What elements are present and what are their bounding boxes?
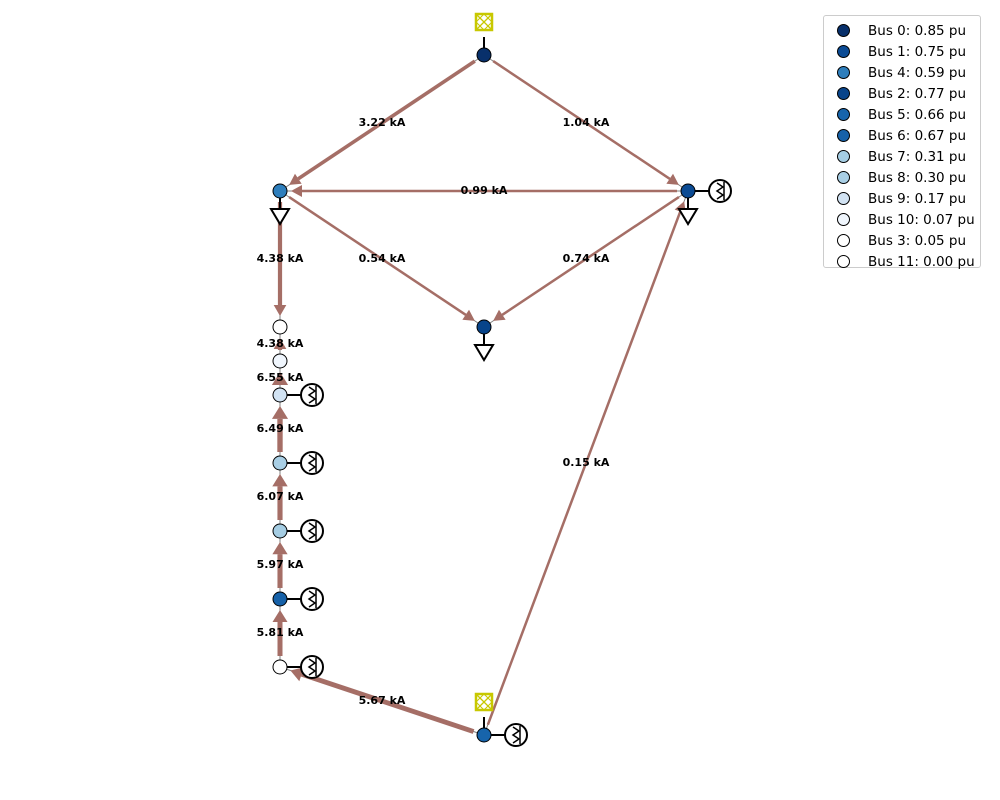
flow-arrow-layer — [271, 59, 686, 734]
flow-label-11-6: 5.81 kA — [257, 626, 304, 639]
legend-entry: Bus 1: 0.75 pu — [824, 41, 980, 62]
flow-label-0-1: 1.04 kA — [563, 116, 610, 129]
legend-label: Bus 1: 0.75 pu — [868, 43, 967, 60]
ext-grid-icon-0 — [474, 12, 494, 55]
flow-label-9-10: 6.55 kA — [257, 371, 304, 384]
flow-label-6-7: 5.97 kA — [257, 558, 304, 571]
sgen-icon-11 — [280, 655, 324, 679]
flow-arrow-5-11 — [290, 667, 475, 734]
legend-label: Bus 9: 0.17 pu — [868, 190, 967, 207]
legend-marker — [837, 129, 850, 142]
bus-node-8[interactable] — [272, 455, 288, 471]
bus-node-1[interactable] — [680, 183, 696, 199]
legend-marker — [837, 234, 850, 247]
flow-label-7-8: 6.07 kA — [257, 490, 304, 503]
legend-entry: Bus 7: 0.31 pu — [824, 146, 980, 167]
flow-label-1-2: 0.74 kA — [563, 252, 610, 265]
legend-marker — [837, 255, 850, 268]
legend-marker — [837, 66, 850, 79]
flow-label-5-11: 5.67 kA — [359, 694, 406, 707]
legend-label: Bus 3: 0.05 pu — [868, 232, 967, 249]
flow-arrow-1-2 — [493, 196, 680, 321]
flow-arrow-4-2 — [288, 196, 475, 321]
legend-label: Bus 6: 0.67 pu — [868, 127, 967, 144]
flow-arrow-7-8 — [272, 474, 288, 520]
legend-label: Bus 5: 0.66 pu — [868, 106, 967, 123]
flow-label-5-1: 0.15 kA — [563, 456, 610, 469]
legend-marker — [837, 171, 850, 184]
bus-node-6[interactable] — [272, 591, 288, 607]
sgen-icon-6 — [280, 587, 324, 611]
flow-label-4-2: 0.54 kA — [359, 252, 406, 265]
legend-label: Bus 8: 0.30 pu — [868, 169, 967, 186]
legend-marker — [837, 150, 850, 163]
legend-label: Bus 10: 0.07 pu — [868, 211, 975, 228]
ext-grid-icon-5 — [474, 692, 494, 735]
bus-node-5[interactable] — [476, 727, 492, 743]
legend-marker — [837, 213, 850, 226]
flow-label-0-4: 3.22 kA — [359, 116, 406, 129]
bus-node-9[interactable] — [272, 387, 288, 403]
legend-entry: Bus 2: 0.77 pu — [824, 83, 980, 104]
legend-entry: Bus 3: 0.05 pu — [824, 230, 980, 251]
flow-label-layer: 3.22 kA 1.04 kA 0.99 kA 4.38 kA 0.54 kA 0.74 … — [257, 116, 610, 707]
flow-arrow-1-4 — [291, 185, 677, 197]
flow-label-8-9: 6.49 kA — [257, 422, 304, 435]
legend: Bus 0: 0.85 pu Bus 1: 0.75 pu Bus 4: 0.59 … — [823, 15, 981, 270]
bus-layer — [272, 47, 696, 743]
flow-arrow-8-9 — [271, 406, 289, 452]
legend-marker — [837, 45, 850, 58]
legend-label: Bus 0: 0.85 pu — [868, 22, 967, 39]
bus-node-3[interactable] — [272, 319, 288, 335]
bus-node-11[interactable] — [272, 659, 288, 675]
legend-entry: Bus 9: 0.17 pu — [824, 188, 980, 209]
legend-marker — [837, 192, 850, 205]
legend-label: Bus 4: 0.59 pu — [868, 64, 967, 81]
legend-entry: Bus 11: 0.00 pu — [824, 251, 980, 272]
bus-node-0[interactable] — [476, 47, 492, 63]
equipment-layer — [269, 12, 732, 747]
line-layer — [279, 54, 689, 736]
legend-marker — [837, 87, 850, 100]
legend-label: Bus 7: 0.31 pu — [868, 148, 967, 165]
legend-marker — [837, 108, 850, 121]
legend-label: Bus 2: 0.77 pu — [868, 85, 967, 102]
sgen-icon-1 — [688, 179, 732, 203]
bus-node-4[interactable] — [272, 183, 288, 199]
sgen-icon-5 — [484, 723, 528, 747]
legend-entry: Bus 4: 0.59 pu — [824, 62, 980, 83]
flow-arrow-10-3 — [273, 338, 287, 350]
flow-arrow-11-6 — [272, 610, 288, 656]
bus-node-10[interactable] — [272, 353, 288, 369]
flow-label-1-4: 0.99 kA — [461, 184, 508, 197]
flow-arrow-6-7 — [272, 542, 288, 588]
bus-node-2[interactable] — [476, 319, 492, 335]
flow-arrow-0-4 — [289, 59, 476, 185]
legend-marker — [837, 24, 850, 37]
flow-arrow-0-1 — [492, 60, 679, 185]
bus-node-7[interactable] — [272, 523, 288, 539]
legend-entry: Bus 10: 0.07 pu — [824, 209, 980, 230]
legend-entry: Bus 6: 0.67 pu — [824, 125, 980, 146]
legend-entry: Bus 8: 0.30 pu — [824, 167, 980, 188]
legend-label: Bus 11: 0.00 pu — [868, 253, 975, 270]
legend-entry: Bus 5: 0.66 pu — [824, 104, 980, 125]
flow-arrow-9-10 — [271, 372, 289, 385]
legend-entry: Bus 0: 0.85 pu — [824, 20, 980, 41]
flow-label-10-3: 4.38 kA — [257, 337, 304, 350]
flow-label-4-3: 4.38 kA — [257, 252, 304, 265]
